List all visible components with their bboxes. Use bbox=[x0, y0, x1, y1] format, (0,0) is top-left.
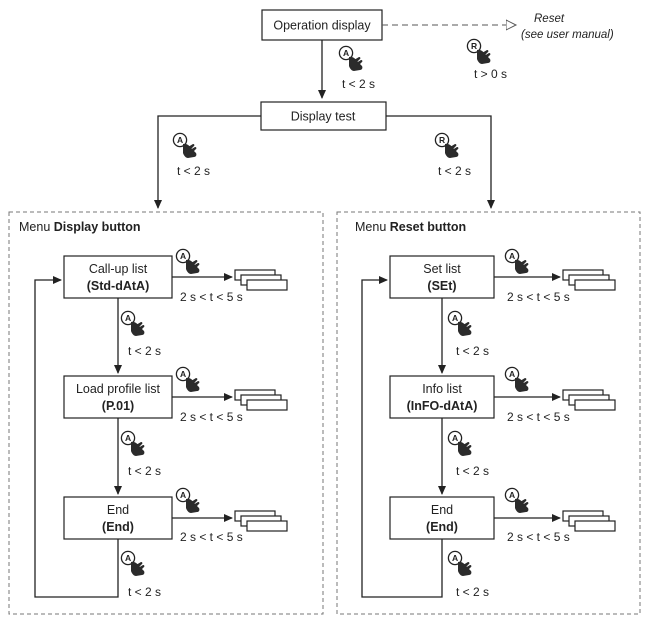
call-up-list-enter-time: 2 s < t < 5 s bbox=[180, 290, 243, 304]
display-end-node bbox=[63, 496, 173, 540]
svg-text:A: A bbox=[509, 251, 515, 261]
load-profile-next-a-button-icon: A bbox=[120, 430, 146, 457]
info-list-next-a-button-icon: A bbox=[447, 430, 473, 457]
svg-text:A: A bbox=[509, 490, 515, 500]
set-list-enter-time: 2 s < t < 5 s bbox=[507, 290, 570, 304]
test-to-reset-menu-arrow bbox=[386, 115, 495, 209]
call-up-list-code: (Std-dAtA) bbox=[87, 279, 149, 293]
reset-end-a-button-icon: A bbox=[504, 487, 530, 514]
call-up-list-a-button-icon: A bbox=[175, 248, 201, 275]
info-list-node bbox=[389, 375, 495, 419]
operation-display-node: Operation display bbox=[261, 9, 383, 41]
call-up-next-a-button-icon: A bbox=[120, 310, 146, 337]
set-list-next-time: t < 2 s bbox=[456, 344, 489, 358]
reset-button-icon: R bbox=[466, 38, 492, 65]
svg-text:A: A bbox=[125, 553, 131, 563]
display-menu-title: Menu Display button bbox=[19, 220, 141, 234]
display-end-code: (End) bbox=[102, 520, 134, 534]
svg-text:R: R bbox=[439, 135, 445, 145]
info-list-enter-time: 2 s < t < 5 s bbox=[507, 410, 570, 424]
load-profile-list-code: (P.01) bbox=[102, 399, 134, 413]
reset-label: Reset bbox=[534, 13, 565, 25]
load-profile-next-time: t < 2 s bbox=[128, 464, 161, 478]
svg-text:A: A bbox=[180, 369, 186, 379]
call-up-list-pages-icon bbox=[234, 269, 288, 291]
display-end-next-time: t < 2 s bbox=[128, 585, 161, 599]
reset-note: (see user manual) bbox=[521, 29, 614, 41]
info-list-label: Info list bbox=[422, 382, 462, 396]
set-list-next-a-button-icon: A bbox=[447, 310, 473, 337]
reset-end-label: End bbox=[431, 503, 453, 517]
reset-end-next-time: t < 2 s bbox=[456, 585, 489, 599]
svg-text:A: A bbox=[452, 433, 458, 443]
reset-loop-back-arrow bbox=[361, 276, 443, 598]
op-to-test-time: t < 2 s bbox=[342, 77, 375, 91]
set-list-node bbox=[389, 255, 495, 299]
load-profile-list-label: Load profile list bbox=[76, 382, 161, 396]
svg-text:A: A bbox=[452, 553, 458, 563]
svg-text:A: A bbox=[343, 48, 349, 58]
reset-hold-time: t > 0 s bbox=[474, 67, 507, 81]
display-test-r-button-icon: R bbox=[434, 132, 460, 159]
reset-end-pages-icon bbox=[562, 510, 616, 532]
svg-text:A: A bbox=[452, 313, 458, 323]
display-end-next-a-button-icon: A bbox=[120, 550, 146, 577]
to-display-menu-time: t < 2 s bbox=[177, 164, 210, 178]
set-list-code: (SEt) bbox=[427, 279, 456, 293]
display-end-enter-time: 2 s < t < 5 s bbox=[180, 530, 243, 544]
display-end-pages-icon bbox=[234, 510, 288, 532]
display-loop-back-arrow bbox=[34, 276, 119, 598]
load-profile-pages-icon bbox=[234, 389, 288, 411]
svg-text:A: A bbox=[177, 135, 183, 145]
display-test-node: Display test bbox=[260, 101, 387, 131]
load-profile-a-button-icon: A bbox=[175, 366, 201, 393]
reset-end-code: (End) bbox=[426, 520, 458, 534]
load-profile-enter-time: 2 s < t < 5 s bbox=[180, 410, 243, 424]
display-test-a-button-icon: A bbox=[172, 132, 198, 159]
info-list-pages-icon bbox=[562, 389, 616, 411]
operation-display-label: Operation display bbox=[273, 19, 371, 33]
set-list-a-button-icon: A bbox=[504, 248, 530, 275]
call-up-list-label: Call-up list bbox=[89, 262, 148, 276]
display-end-label: End bbox=[107, 503, 129, 517]
set-list-pages-icon bbox=[562, 269, 616, 291]
svg-text:A: A bbox=[509, 369, 515, 379]
reset-menu-title: Menu Reset button bbox=[355, 220, 466, 234]
set-list-label: Set list bbox=[423, 262, 461, 276]
svg-text:A: A bbox=[180, 490, 186, 500]
test-to-display-menu-arrow bbox=[154, 115, 261, 209]
info-list-code: (InFO-dAtA) bbox=[407, 399, 478, 413]
call-up-list-node bbox=[63, 255, 173, 299]
display-button-menu-panel: Menu Display button Call-up list (Std-dA… bbox=[8, 211, 324, 615]
svg-text:A: A bbox=[125, 313, 131, 323]
svg-text:A: A bbox=[180, 251, 186, 261]
to-reset-menu-time: t < 2 s bbox=[438, 164, 471, 178]
info-list-a-button-icon: A bbox=[504, 366, 530, 393]
reset-end-enter-time: 2 s < t < 5 s bbox=[507, 530, 570, 544]
call-up-next-time: t < 2 s bbox=[128, 344, 161, 358]
info-list-next-time: t < 2 s bbox=[456, 464, 489, 478]
svg-text:A: A bbox=[125, 433, 131, 443]
display-test-label: Display test bbox=[291, 110, 356, 124]
a-button-icon: A bbox=[338, 45, 364, 72]
reset-end-next-a-button-icon: A bbox=[447, 550, 473, 577]
display-end-a-button-icon: A bbox=[175, 487, 201, 514]
svg-text:R: R bbox=[471, 41, 477, 51]
reset-button-menu-panel: Menu Reset button Set list (SEt) A 2 s <… bbox=[336, 211, 641, 615]
